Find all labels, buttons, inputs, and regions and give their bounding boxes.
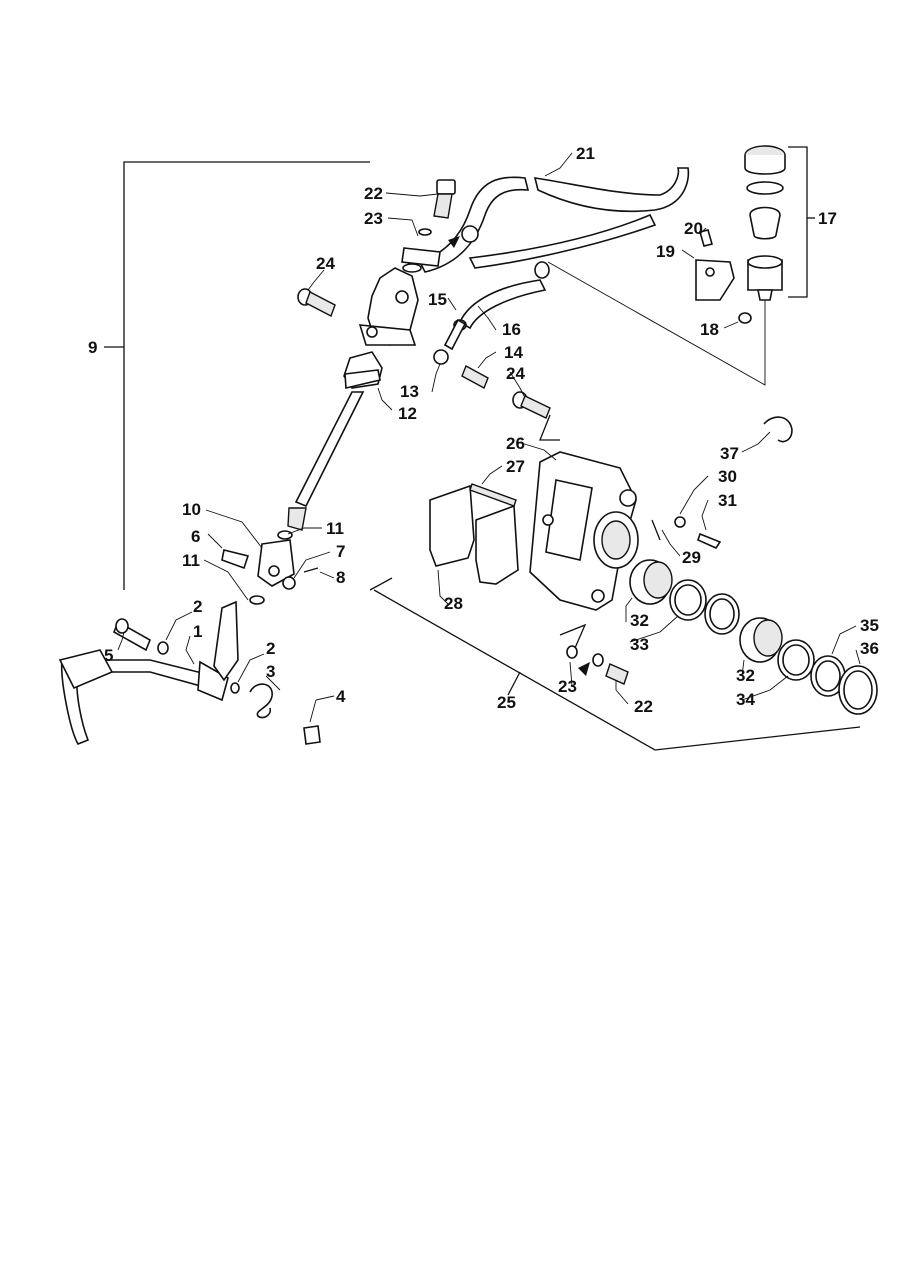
brake-pads-28 [429, 484, 519, 585]
banjo-bolt-22b [566, 645, 629, 685]
callout-36: 36 [860, 639, 879, 658]
fluid-reservoir-17 [744, 145, 786, 301]
leader-lines [117, 152, 861, 723]
callout-18: 18 [700, 320, 719, 339]
callout-35: 35 [860, 616, 879, 635]
pad-pin-27 [469, 483, 517, 507]
screw-18 [738, 312, 752, 324]
callout-13: 13 [400, 382, 419, 401]
reservoir-bracket-19 [695, 259, 735, 301]
callout-30: 30 [718, 467, 737, 486]
callout-28: 28 [444, 594, 463, 613]
callout-14: 14 [504, 343, 523, 362]
cap-30 [674, 516, 686, 528]
pedal-stop-5 [112, 618, 152, 652]
bushing-2b [230, 682, 240, 694]
callout-23: 23 [558, 677, 577, 696]
callout-25: 25 [497, 693, 516, 712]
callout-22: 22 [634, 697, 653, 716]
callout-31: 31 [718, 491, 737, 510]
mounting-bolt-24b [512, 391, 551, 419]
callout-24: 24 [316, 254, 335, 273]
callout-11: 11 [182, 551, 200, 570]
callout-34: 34 [736, 690, 755, 709]
dust-seal-36 [838, 665, 878, 715]
callout-27: 27 [506, 457, 525, 476]
pin-29 [651, 519, 661, 541]
screw-20 [699, 229, 713, 247]
callout-15: 15 [428, 290, 447, 309]
cotter-pin-8 [303, 567, 319, 573]
callout-24: 24 [506, 364, 525, 383]
hose-route-line [547, 261, 766, 386]
retaining-clip-37 [763, 416, 793, 443]
callout-7: 7 [336, 542, 345, 561]
callout-5: 5 [104, 646, 113, 665]
callout-6: 6 [191, 527, 200, 546]
callout-9: 9 [88, 338, 97, 357]
callout-23: 23 [364, 209, 383, 228]
reservoir-hose-16 [433, 261, 550, 389]
clevis-pin-6 [221, 549, 250, 570]
banjo-bolt-22 [401, 179, 460, 273]
callout-32: 32 [736, 666, 755, 685]
caliper-group-outline [369, 414, 861, 751]
callout-11: 11 [326, 519, 344, 538]
piston-32a [629, 559, 673, 605]
assembly-bracket-9 [104, 161, 370, 590]
callout-22: 22 [364, 184, 383, 203]
callout-3: 3 [266, 662, 275, 681]
callout-20: 20 [684, 219, 703, 238]
seal-35 [810, 655, 846, 697]
reservoir-bracket-17 [788, 146, 815, 298]
callout-4: 4 [336, 687, 346, 706]
callout-8: 8 [336, 568, 345, 587]
piston-32b [739, 617, 783, 663]
callout-2: 2 [266, 639, 275, 658]
callout-1: 1 [193, 622, 202, 641]
callout-17: 17 [818, 209, 837, 228]
callout-labels: 1 2 2 3 4 5 6 7 8 9 10 11 11 12 13 14 15… [88, 144, 879, 716]
mounting-bolt-24a [297, 288, 336, 317]
callout-33: 33 [630, 635, 649, 654]
callout-29: 29 [682, 548, 701, 567]
brake-pedal-1 [58, 600, 239, 746]
callout-12: 12 [398, 404, 417, 423]
clevis-10 [249, 530, 295, 605]
callout-10: 10 [182, 500, 201, 519]
caliper-26 [529, 451, 639, 611]
seal-34 [777, 639, 815, 681]
nut-7 [282, 576, 296, 590]
brake-hose-21 [418, 167, 690, 273]
callout-26: 26 [506, 434, 525, 453]
callout-16: 16 [502, 320, 521, 339]
seal-33a [669, 579, 707, 621]
callout-32: 32 [630, 611, 649, 630]
bushing-2a [157, 641, 169, 655]
master-cylinder-12 [287, 267, 419, 531]
callout-21: 21 [576, 144, 595, 163]
callout-2: 2 [193, 597, 202, 616]
nut-4 [303, 725, 321, 745]
seal-33b [704, 593, 740, 635]
return-spring-3 [249, 683, 273, 719]
bleeder-31 [697, 532, 722, 550]
callout-19: 19 [656, 242, 675, 261]
callout-37: 37 [720, 444, 739, 463]
